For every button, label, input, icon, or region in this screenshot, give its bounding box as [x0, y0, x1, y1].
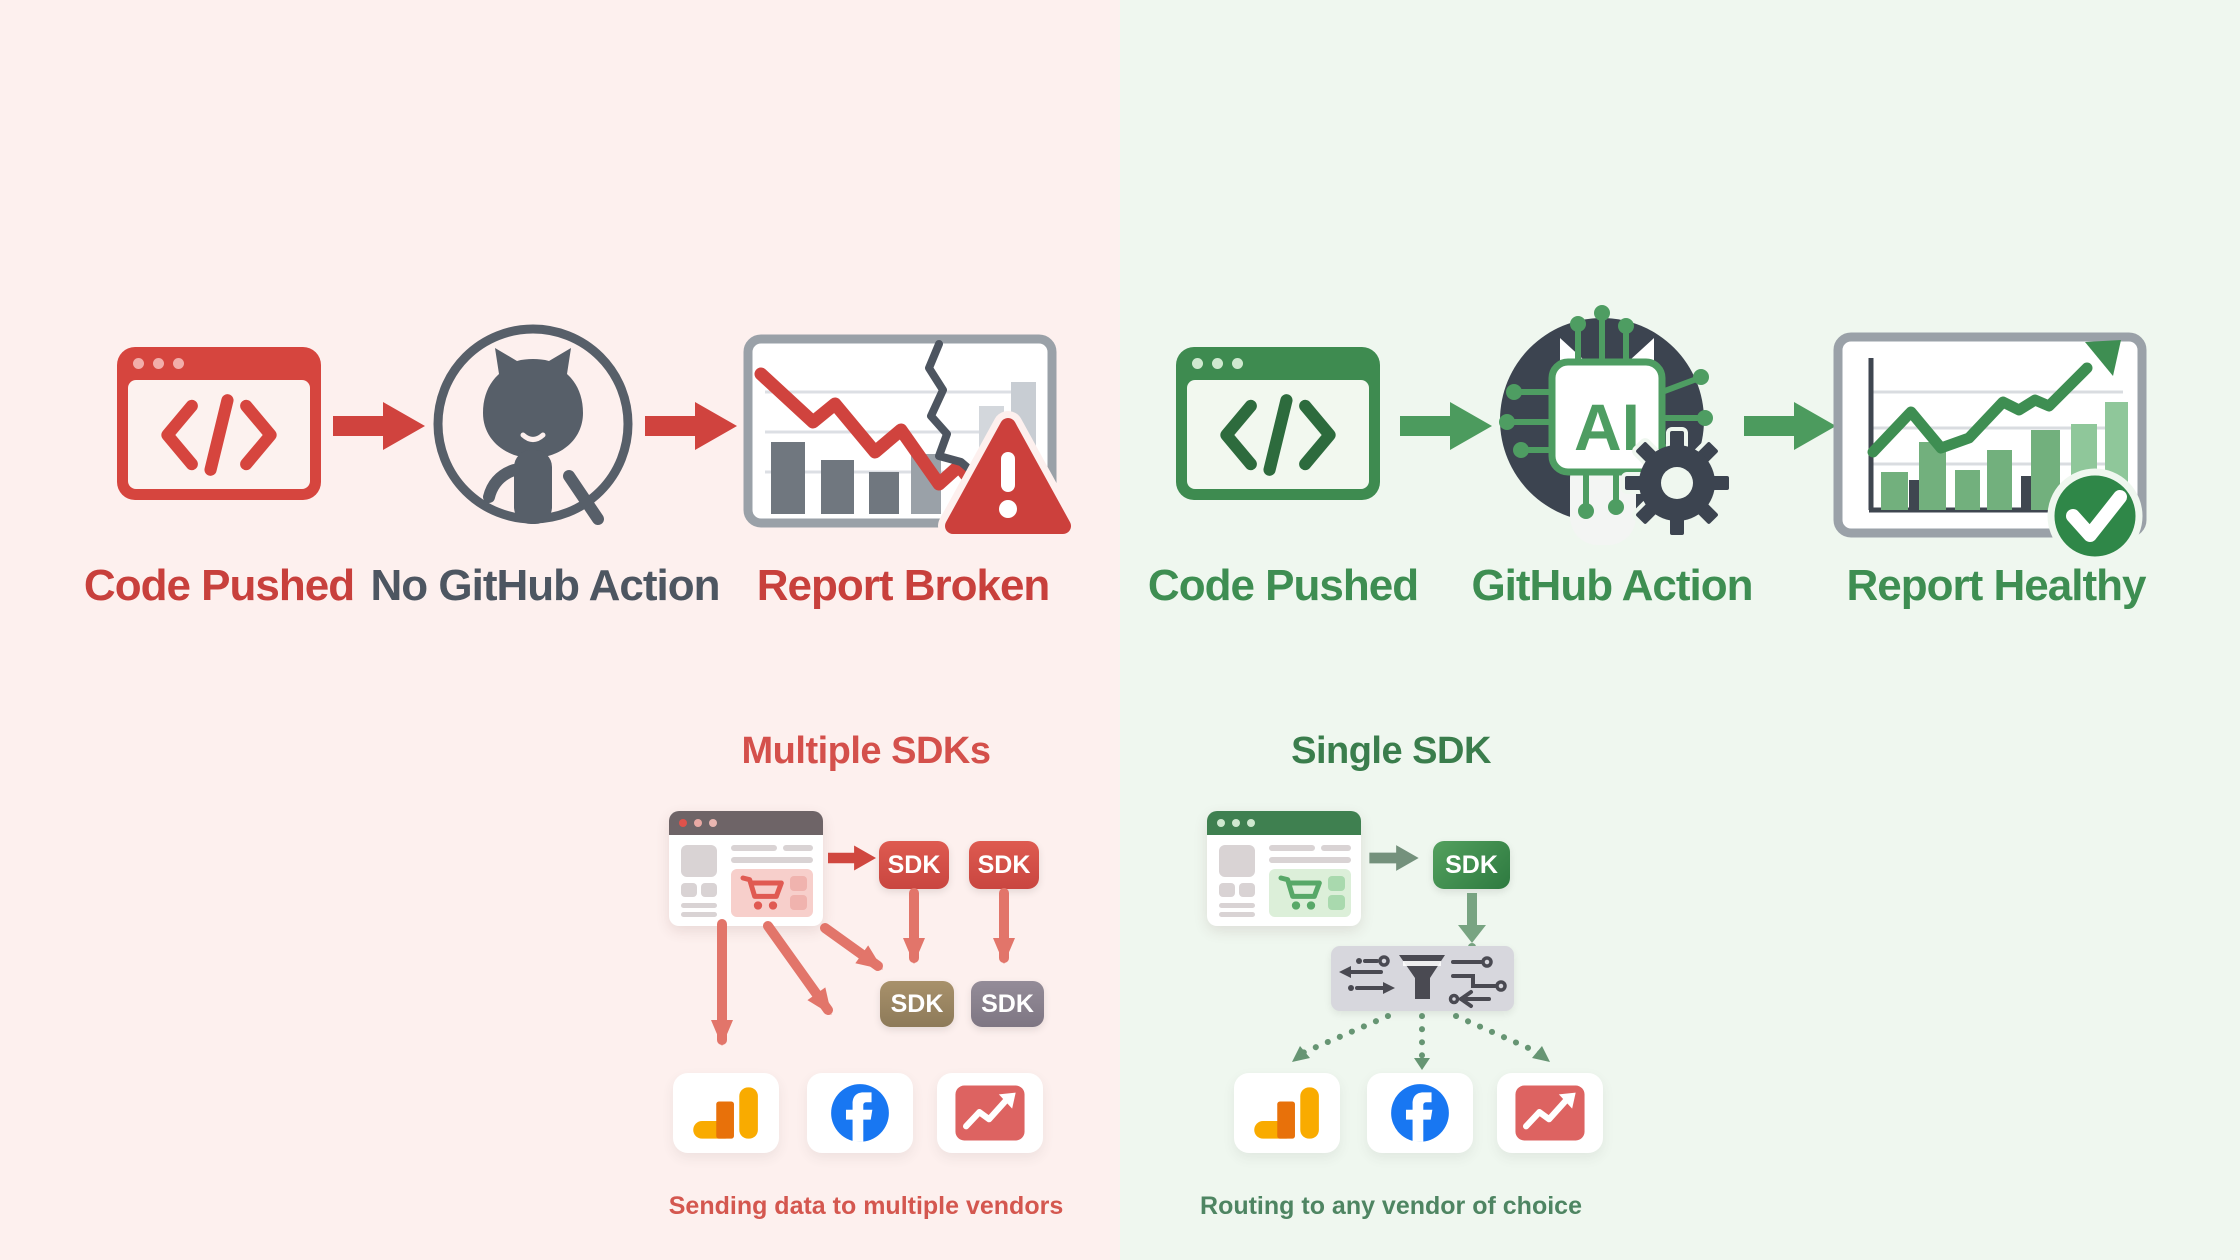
shopping-cart-icon — [740, 875, 784, 910]
label-code-pushed: Code Pushed — [1147, 561, 1419, 610]
arrow-right-icon — [828, 845, 876, 871]
arrow-right-icon — [1744, 402, 1836, 450]
cart-panel — [731, 869, 813, 917]
cart-panel — [1269, 869, 1351, 917]
sdk-arrows — [711, 888, 1015, 1046]
github-octocat-icon — [433, 324, 633, 525]
dotted-routing-arrows — [1292, 1013, 1550, 1070]
window-dots — [133, 358, 184, 369]
single-sdk-title: Single SDK — [1291, 730, 1491, 772]
ai-chip-gear-icon: AI — [1499, 305, 1733, 545]
broken-report-icon — [743, 334, 1073, 541]
google-analytics-icon — [693, 1087, 758, 1139]
label-no-github-action: No GitHub Action — [370, 561, 721, 610]
healthy-report-icon — [1833, 332, 2147, 564]
vendor-card — [1234, 1073, 1340, 1153]
router-box — [1331, 946, 1514, 1011]
trend-chart-icon — [1515, 1085, 1585, 1141]
right-background — [1120, 0, 2240, 1260]
ai-chip-label: AI — [1574, 390, 1640, 464]
window-dots — [679, 819, 717, 827]
facebook-icon — [831, 1084, 889, 1142]
window-dots — [1192, 358, 1243, 369]
arrow-down-icon — [1458, 893, 1486, 951]
label-report-broken: Report Broken — [756, 561, 1051, 610]
trend-chart-icon — [955, 1085, 1025, 1141]
sdk-box: SDK — [969, 841, 1039, 889]
vendor-card — [1367, 1073, 1473, 1153]
sdk-box: SDK — [971, 981, 1044, 1027]
sdk-box: SDK — [879, 841, 949, 889]
sdk-box: SDK — [1433, 841, 1510, 889]
vendor-card — [673, 1073, 779, 1153]
code-window-icon — [117, 347, 321, 500]
single-sdk-caption: Routing to any vendor of choice — [1200, 1192, 1582, 1220]
shop-window-icon — [669, 811, 823, 926]
vendor-card — [807, 1073, 913, 1153]
label-report-healthy: Report Healthy — [1846, 561, 2147, 610]
left-background — [0, 0, 1120, 1260]
arrow-right-icon — [1400, 402, 1492, 450]
vendor-card — [937, 1073, 1043, 1153]
window-dots — [1217, 819, 1255, 827]
multiple-sdks-title: Multiple SDKs — [741, 730, 991, 772]
warning-triangle-icon — [938, 411, 1073, 541]
code-window-icon — [1176, 347, 1380, 500]
arrow-right-icon — [333, 402, 425, 450]
facebook-icon — [1391, 1084, 1449, 1142]
funnel-router-icon — [1339, 955, 1507, 1008]
arrow-right-icon — [1369, 845, 1419, 871]
code-brackets-icon — [161, 393, 277, 476]
sdk-box: SDK — [880, 981, 954, 1027]
arrow-right-icon — [645, 402, 737, 450]
vendor-card — [1497, 1073, 1603, 1153]
check-circle-icon — [2047, 468, 2143, 564]
gear-icon — [1621, 427, 1733, 539]
multiple-sdks-caption: Sending data to multiple vendors — [668, 1192, 1064, 1220]
label-github-action: GitHub Action — [1471, 561, 1753, 610]
shop-window-icon — [1207, 811, 1361, 926]
label-code-pushed: Code Pushed — [83, 561, 355, 610]
google-analytics-icon — [1254, 1087, 1319, 1139]
shopping-cart-icon — [1278, 875, 1322, 910]
code-brackets-icon — [1220, 393, 1336, 476]
